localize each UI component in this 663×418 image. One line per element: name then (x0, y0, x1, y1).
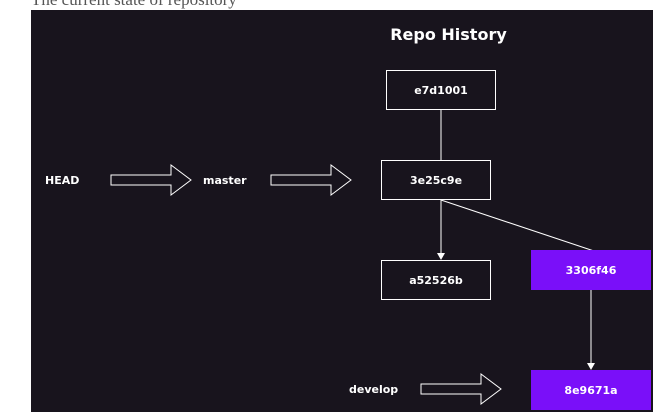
commit-node-8e9671a: 8e9671a (531, 370, 651, 410)
commit-hash: 3306f46 (565, 263, 617, 277)
arrowhead-a52526b (437, 253, 445, 260)
edge-3e25c9e-3306f46 (440, 199, 595, 252)
master-to-commit-arrow (270, 164, 352, 196)
develop-branch-label: develop (349, 383, 399, 396)
arrowhead-8e9671a (587, 363, 595, 370)
commit-node-3306f46: 3306f46 (531, 250, 651, 290)
caption: The current state of repository (31, 0, 237, 10)
commit-hash: a52526b (409, 273, 463, 287)
commit-hash: 3e25c9e (409, 173, 463, 187)
commit-node-e7d1001: e7d1001 (386, 70, 496, 110)
head-label: HEAD (45, 174, 80, 187)
diagram-canvas (31, 10, 653, 412)
commit-hash: e7d1001 (414, 83, 468, 97)
diagram-title: Repo History (390, 25, 507, 44)
commit-hash: 8e9671a (564, 383, 618, 397)
develop-to-commit-arrow (420, 373, 502, 405)
master-branch-label: master (203, 174, 247, 187)
commit-node-a52526b: a52526b (381, 260, 491, 300)
commit-node-3e25c9e: 3e25c9e (381, 160, 491, 200)
head-to-master-arrow (110, 164, 192, 196)
